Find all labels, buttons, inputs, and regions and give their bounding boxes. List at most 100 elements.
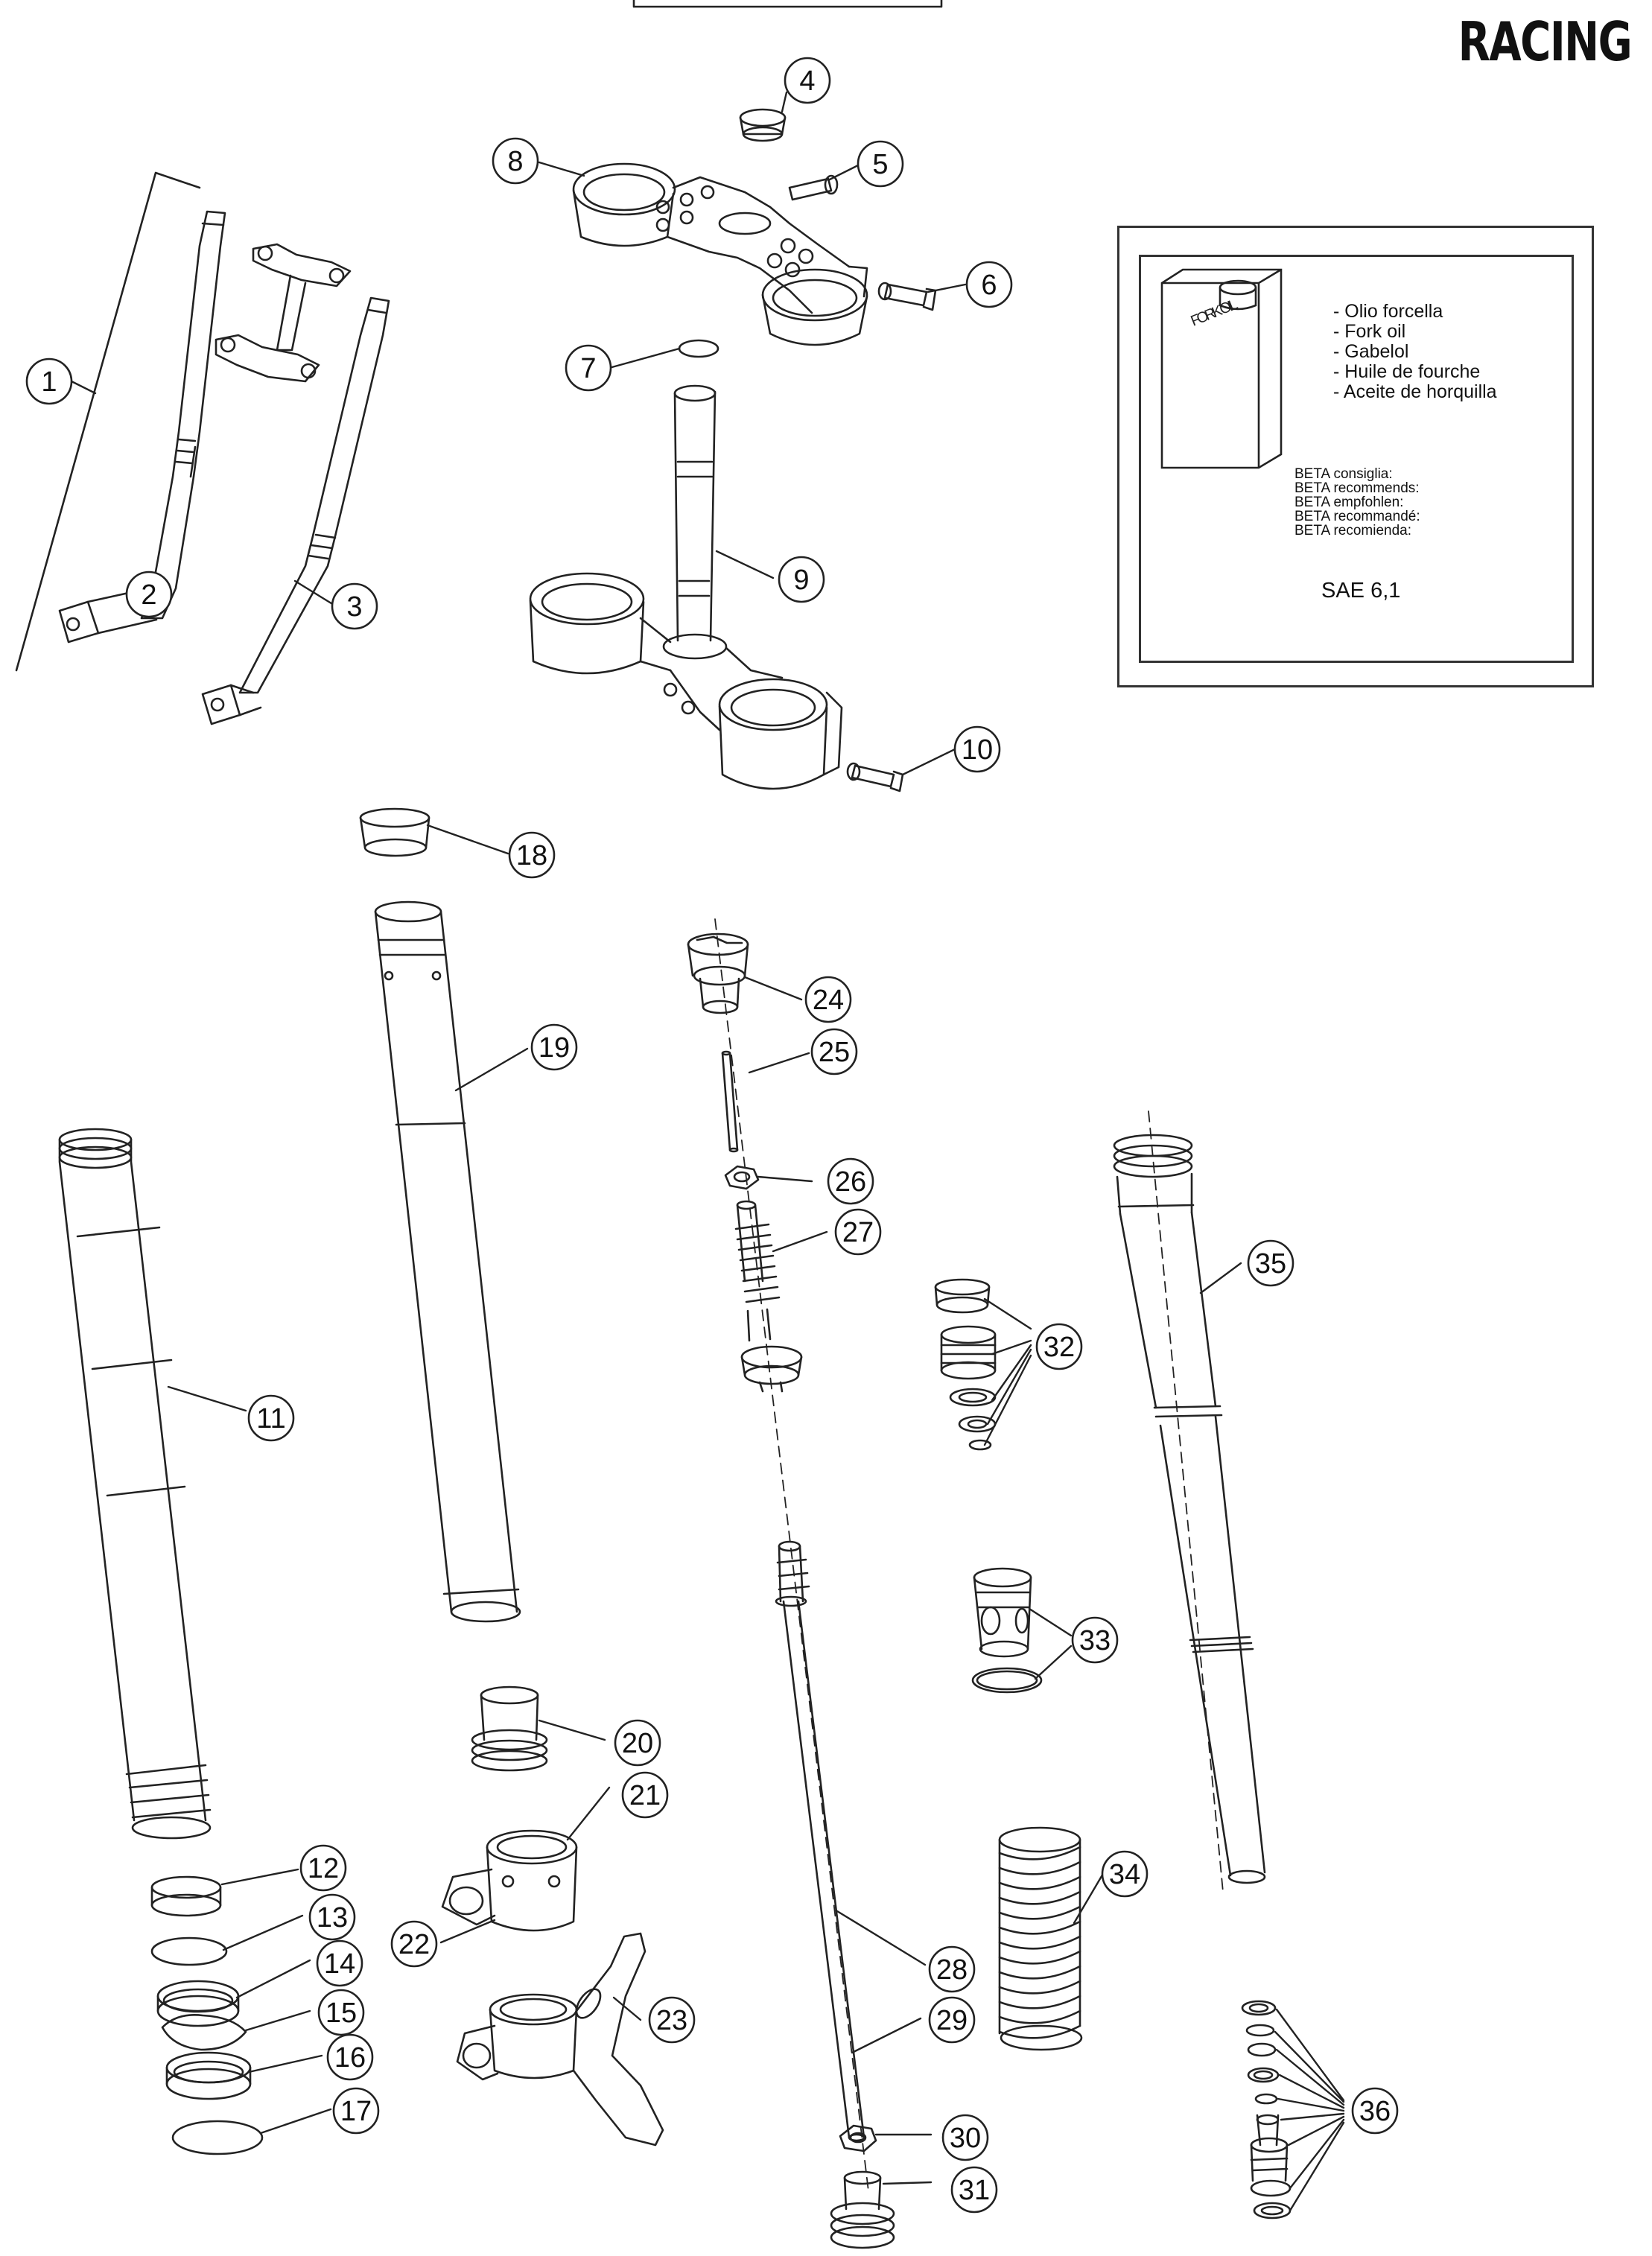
recommend-fr: BETA recommandé:	[1294, 509, 1420, 524]
fork-assembly-1	[15, 171, 390, 725]
callout-circle	[316, 1939, 363, 1987]
bushing-18	[359, 807, 431, 857]
callout-number: 11	[256, 1403, 285, 1434]
callout-9: 9	[778, 556, 825, 603]
callout-number: 2	[141, 579, 156, 611]
callout-circle	[778, 556, 825, 603]
callout-circle	[308, 1893, 356, 1941]
callout-circle	[784, 57, 831, 104]
callout-number: 20	[622, 1728, 653, 1759]
cap-24	[687, 932, 749, 1014]
nut-26	[724, 1165, 760, 1190]
centerline-35	[1148, 1110, 1224, 1893]
callout-18: 18	[508, 831, 556, 879]
callout-circle	[928, 1945, 976, 1993]
callout-circle	[1351, 2087, 1399, 2135]
fork-oil-box: - Olio forcella - Fork oil - Gabelol - H…	[1117, 226, 1594, 687]
callout-circle	[530, 1023, 578, 1071]
callout-circle	[965, 261, 1013, 308]
callout-number: 19	[539, 1032, 570, 1064]
callout-29: 29	[928, 1996, 976, 2044]
callout-2: 2	[125, 571, 173, 618]
nut-30	[839, 2124, 877, 2152]
o-ring-7	[678, 339, 719, 358]
callout-number: 26	[835, 1166, 866, 1198]
callout-34: 34	[1101, 1850, 1149, 1898]
callout-19: 19	[530, 1023, 578, 1071]
piston-33	[971, 1567, 1043, 1694]
bolt-6	[877, 282, 937, 311]
callout-circle	[1247, 1239, 1294, 1287]
callout-number: 1	[41, 366, 57, 398]
callout-circle	[941, 2114, 989, 2161]
callout-circle	[317, 1989, 365, 2036]
recommend-es: BETA recomienda:	[1294, 523, 1412, 538]
callout-22: 22	[390, 1920, 438, 1968]
washer-13	[150, 1936, 228, 1966]
callout-number: 36	[1359, 2096, 1391, 2127]
valve-31	[830, 2170, 895, 2249]
callout-number: 18	[516, 840, 547, 871]
callout-circle	[1035, 1323, 1083, 1370]
callout-21: 21	[621, 1771, 669, 1819]
callout-circle	[331, 582, 378, 630]
steering-nut-4	[739, 108, 787, 142]
rod-29	[848, 2133, 865, 2142]
callout-circle	[834, 1208, 882, 1256]
callout-number: 9	[793, 565, 809, 596]
callout-14: 14	[316, 1939, 363, 1987]
callout-circle	[1071, 1616, 1119, 1664]
axle-bracket-23	[456, 1932, 664, 2147]
inner-tube-19	[374, 900, 521, 1623]
callout-15: 15	[317, 1989, 365, 2036]
callout-24: 24	[804, 976, 852, 1023]
callout-8: 8	[492, 137, 539, 185]
bolt-10	[846, 762, 904, 792]
recommend-en: BETA recommends:	[1294, 480, 1420, 496]
callout-circle	[25, 358, 73, 405]
callout-36: 36	[1351, 2087, 1399, 2135]
callout-31: 31	[950, 2166, 998, 2214]
rod-25	[721, 1050, 739, 1153]
callout-circle	[857, 140, 904, 188]
callout-6: 6	[965, 261, 1013, 308]
callout-number: 32	[1043, 1332, 1075, 1363]
callout-number: 14	[324, 1948, 355, 1980]
callout-circle	[804, 976, 852, 1023]
callout-circle	[648, 1996, 696, 2044]
callout-35: 35	[1247, 1239, 1294, 1287]
callout-number: 22	[398, 1929, 430, 1960]
callout-3: 3	[331, 582, 378, 630]
damper-rod-28	[775, 1540, 865, 2139]
oil-name-fr: - Huile de fourche	[1333, 361, 1481, 382]
callout-circle	[827, 1157, 874, 1205]
callout-circle	[390, 1920, 438, 1968]
callout-4: 4	[784, 57, 831, 104]
callout-number: 29	[936, 2005, 968, 2036]
callout-number: 34	[1109, 1859, 1140, 1890]
callout-number: 31	[959, 2175, 990, 2206]
callout-32: 32	[1035, 1323, 1083, 1370]
callout-number: 24	[813, 985, 844, 1016]
centerline-cartridge	[714, 918, 869, 2192]
callout-number: 3	[346, 591, 362, 623]
callout-number: 33	[1079, 1625, 1111, 1656]
ring-17	[171, 2120, 264, 2155]
callout-number: 10	[962, 734, 993, 766]
callout-16: 16	[326, 2033, 374, 2081]
callout-circle	[299, 1844, 347, 1892]
callout-33: 33	[1071, 1616, 1119, 1664]
callout-number: 25	[819, 1037, 850, 1068]
oil-name-de: - Gabelol	[1333, 341, 1409, 362]
callout-17: 17	[332, 2087, 380, 2135]
callout-number: 21	[629, 1780, 661, 1811]
bushing-12	[150, 1875, 222, 1917]
callout-number: 27	[842, 1217, 874, 1248]
bushings-32	[934, 1278, 997, 1451]
callout-number: 4	[799, 66, 815, 97]
oil-name-it: - Olio forcella	[1333, 301, 1443, 322]
oil-name-en: - Fork oil	[1333, 321, 1406, 342]
callout-26: 26	[827, 1157, 874, 1205]
callout-30: 30	[941, 2114, 989, 2161]
